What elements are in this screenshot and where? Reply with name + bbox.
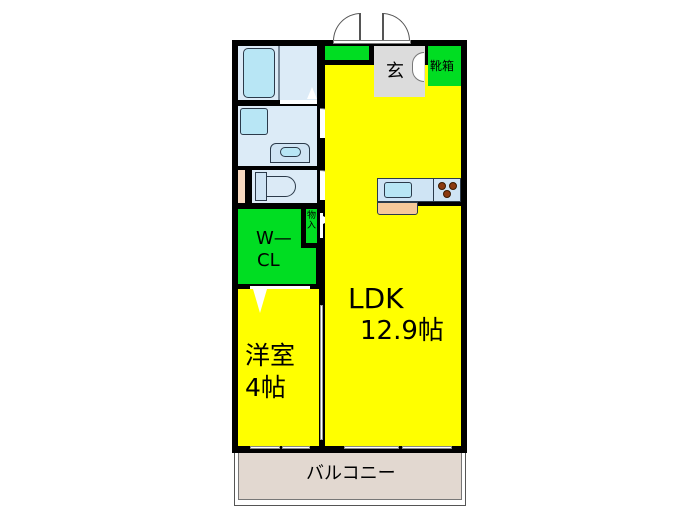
entrance-green-strip	[325, 46, 369, 60]
front-door-right	[382, 13, 410, 41]
shoe-cabinet-label: 靴箱	[430, 59, 455, 73]
washing-machine-icon	[240, 108, 268, 135]
window-western-2	[282, 446, 310, 449]
bath-divider	[278, 46, 280, 100]
stove-burner-1	[438, 182, 446, 190]
kitchen-sink-icon	[384, 182, 412, 198]
window-western-1	[250, 446, 280, 449]
shoe-cabinet	[428, 46, 461, 86]
bath-door-strip	[280, 100, 317, 104]
stove-burner-3	[443, 190, 451, 198]
ldk-name: LDK	[348, 282, 404, 315]
entrance-label: 玄	[386, 61, 404, 82]
western-room-closet-door	[250, 286, 310, 289]
western-room-name: 洋室	[245, 341, 296, 370]
bathtub-icon	[243, 48, 275, 98]
sliding-door-ldk-western	[320, 305, 323, 440]
bath-door-triangle	[307, 87, 317, 99]
ldk-size: 12.9帖	[360, 316, 444, 346]
kitchen-wall	[418, 202, 461, 206]
western-room	[238, 289, 319, 446]
toilet-side-panel	[238, 170, 245, 203]
window-ldk-1	[344, 446, 399, 449]
stove-burner-2	[449, 182, 457, 190]
wcl-label-line1: W—	[256, 228, 292, 249]
window-ldk-2	[402, 446, 452, 449]
toilet-bowl-icon	[266, 176, 296, 197]
entrance-inner-door	[412, 52, 424, 82]
wcl-label-line2: CL	[257, 250, 280, 271]
balcony	[238, 450, 462, 500]
kitchen-divider	[433, 178, 434, 202]
western-room-size: 4帖	[245, 373, 286, 402]
storage	[306, 209, 317, 243]
front-door-threshold	[333, 40, 411, 44]
storage-label: 物入	[307, 211, 317, 231]
storage-door	[320, 213, 323, 238]
walk-in-closet-lower	[238, 248, 316, 284]
balcony-label: バルコニー	[306, 463, 396, 484]
western-door-triangle	[253, 289, 267, 313]
sink-basin-icon	[280, 147, 301, 157]
ldk	[325, 65, 461, 446]
kitchen-counter-wood	[377, 202, 418, 215]
front-door-left	[333, 13, 361, 41]
